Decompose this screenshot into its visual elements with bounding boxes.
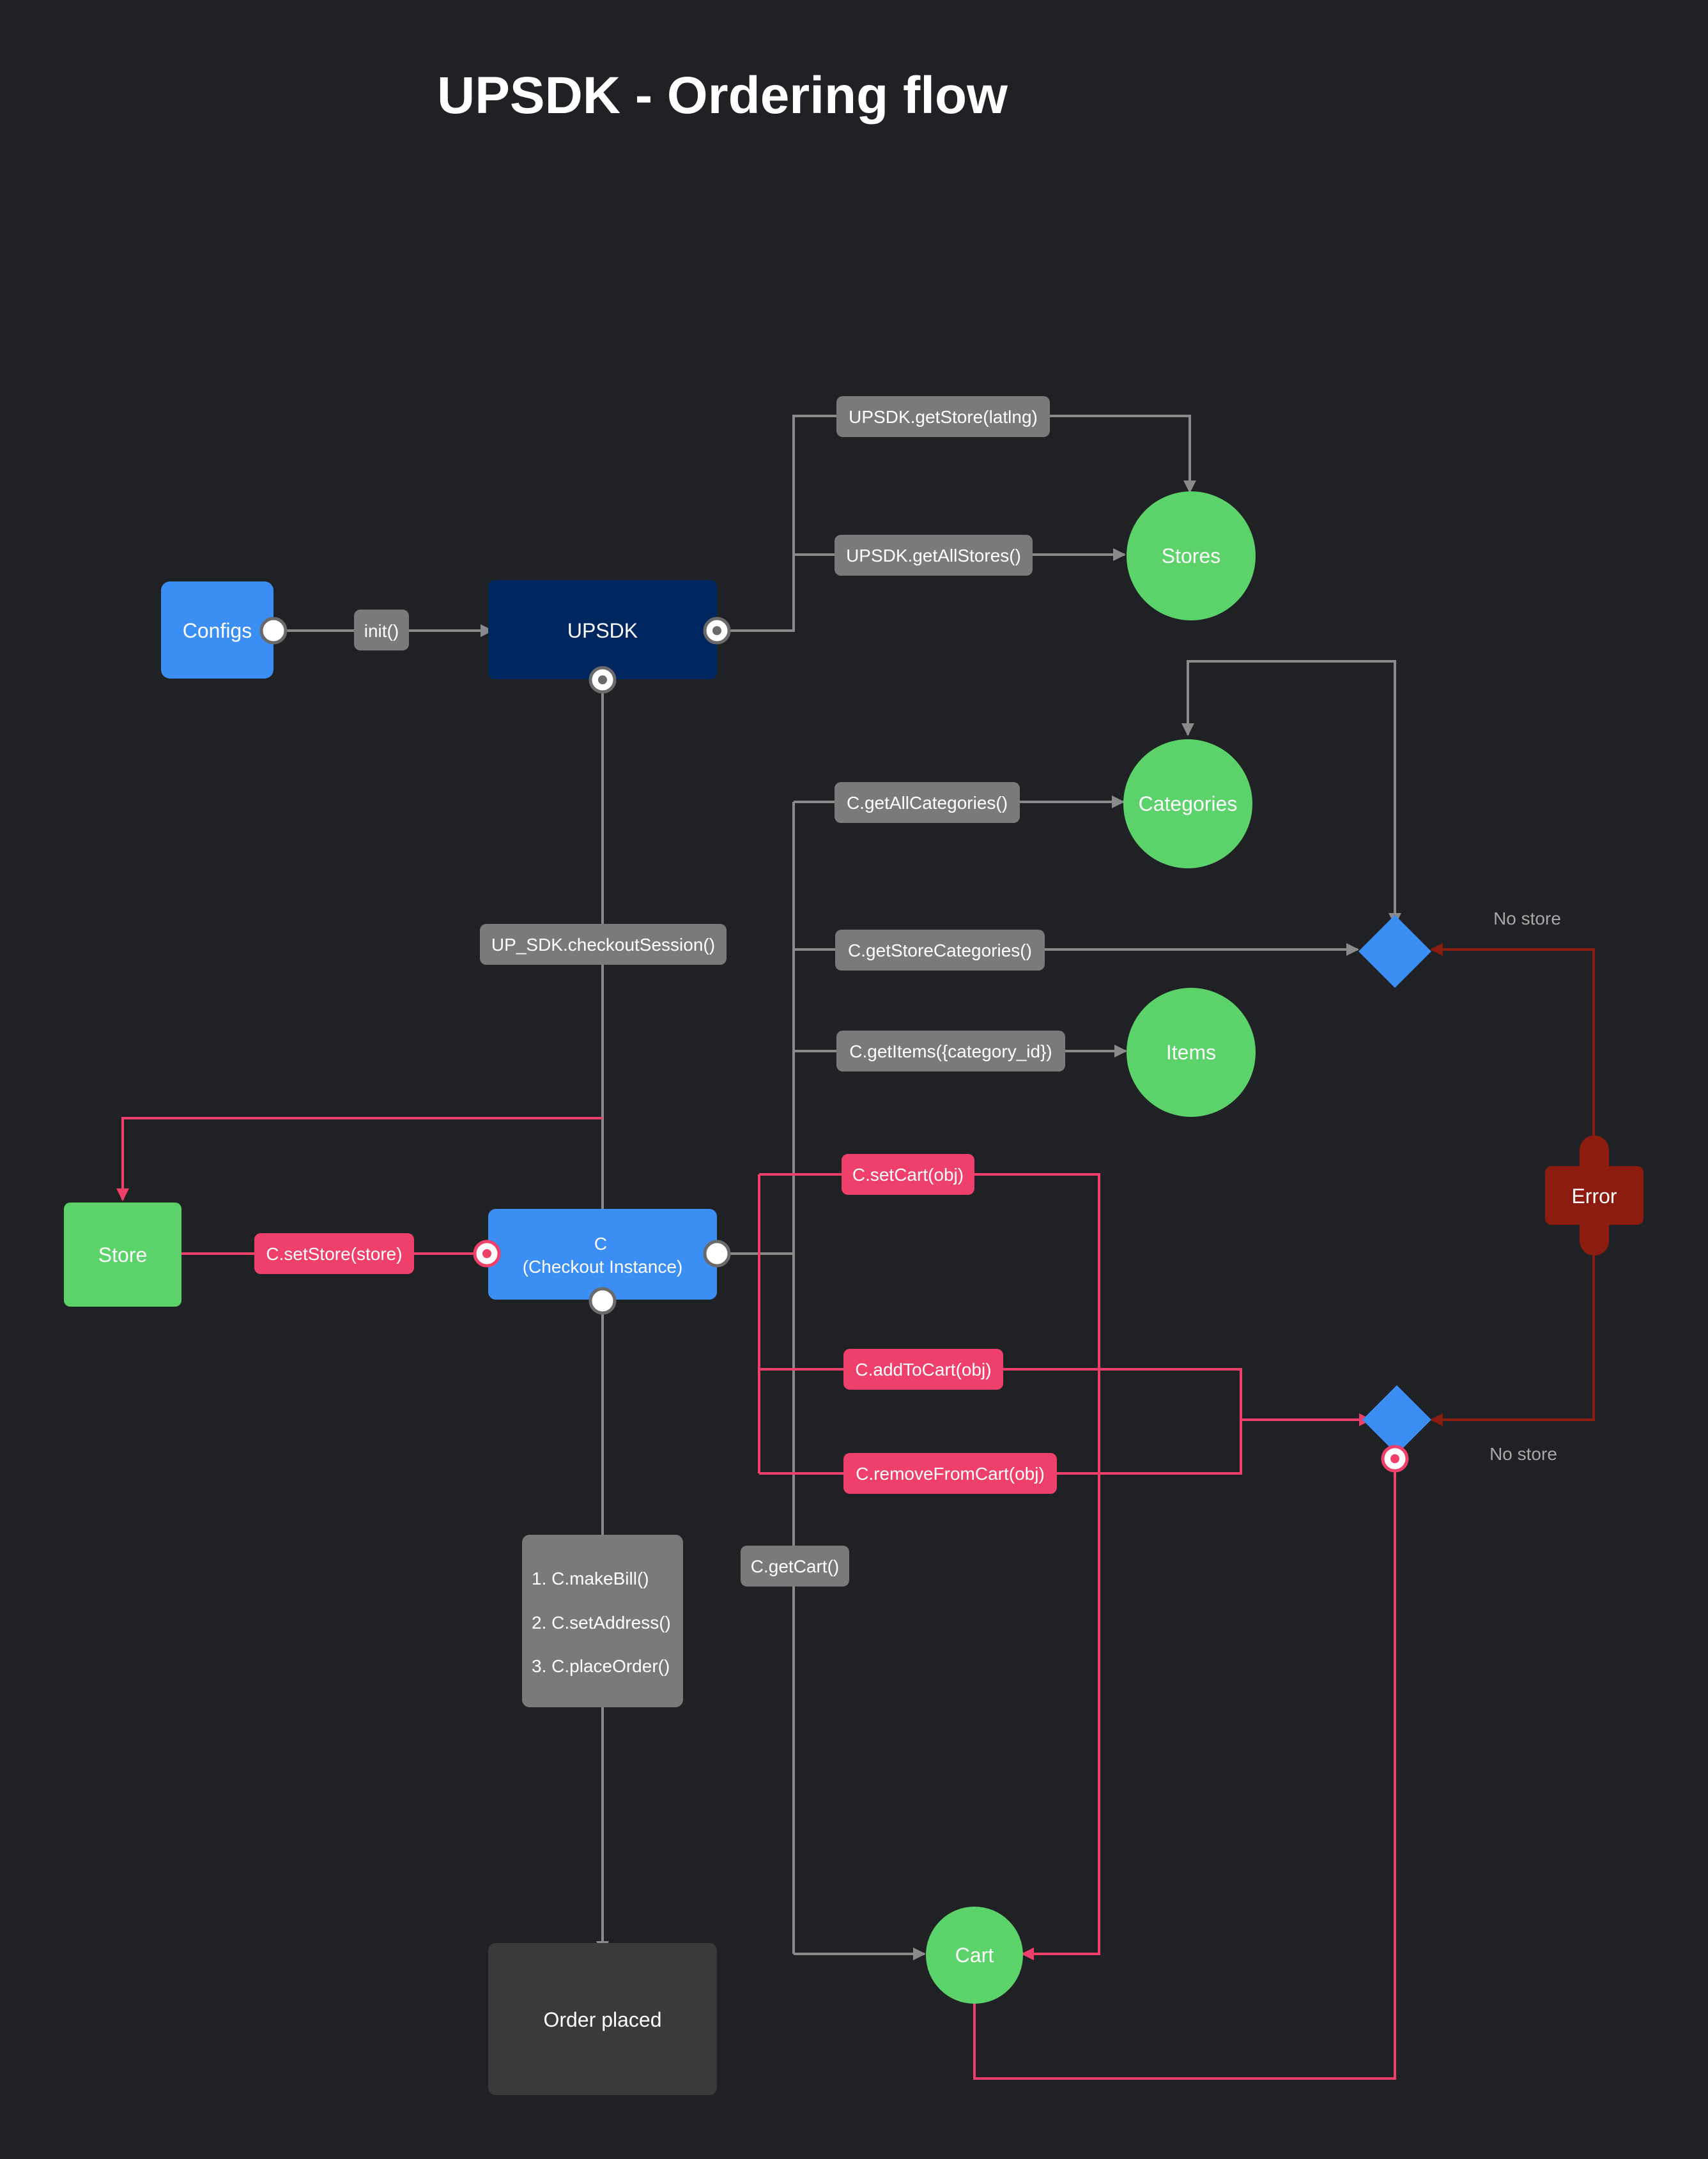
edge-error-bottom (1430, 1227, 1595, 1426)
ports (259, 617, 1409, 1473)
checkout-label-line2: (Checkout Instance) (523, 1257, 683, 1277)
get-cart-label: C.getCart() (751, 1556, 839, 1576)
checkout-bottom-port[interactable] (589, 1287, 617, 1315)
order-step-3: 3. C.placeOrder() (532, 1656, 670, 1676)
categories-label: Categories (1139, 792, 1238, 815)
edge-label-init[interactable]: init() (354, 610, 409, 650)
get-items-label: C.getItems({category_id}) (849, 1041, 1052, 1061)
cart-node[interactable]: Cart (926, 1907, 1023, 2004)
edge-upsdk-stores-bus (717, 415, 1196, 632)
set-cart-label: C.setCart(obj) (852, 1165, 964, 1185)
store-check-diamond-top[interactable] (1358, 915, 1431, 988)
order-steps-box[interactable]: 1. C.makeBill() 2. C.setAddress() 3. C.p… (522, 1535, 683, 1707)
order-placed-node[interactable]: Order placed (488, 1943, 717, 2095)
edge-store-loop (116, 1117, 603, 1201)
configs-label: Configs (183, 619, 252, 642)
edge-label-set-store[interactable]: C.setStore(store) (254, 1233, 414, 1274)
items-node[interactable]: Items (1127, 988, 1256, 1117)
configs-output-port[interactable] (259, 617, 288, 645)
edge-label-get-all-stores[interactable]: UPSDK.getAllStores() (835, 535, 1033, 576)
no-store-note-top: No store (1493, 909, 1561, 928)
store-node[interactable]: Store (64, 1202, 181, 1307)
error-node[interactable]: Error (1545, 1135, 1643, 1256)
edge-label-remove-from-cart[interactable]: C.removeFromCart(obj) (843, 1453, 1057, 1494)
order-placed-label: Order placed (544, 2008, 662, 2031)
cart-label: Cart (955, 1944, 994, 1967)
set-store-label: C.setStore(store) (266, 1244, 402, 1264)
upsdk-node[interactable]: UPSDK (488, 580, 717, 679)
add-to-cart-label: C.addToCart(obj) (855, 1360, 991, 1379)
checkout-session-label: UP_SDK.checkoutSession() (491, 935, 715, 955)
get-all-categories-label: C.getAllCategories() (847, 793, 1008, 813)
checkout-label-line1: C (594, 1234, 607, 1254)
edge-diamond-categories (1181, 660, 1401, 926)
edge-label-get-store-categories[interactable]: C.getStoreCategories() (835, 930, 1045, 971)
order-step-2: 2. C.setAddress() (532, 1613, 671, 1633)
edge-label-get-store[interactable]: UPSDK.getStore(latlng) (836, 396, 1050, 437)
edge-label-set-cart[interactable]: C.setCart(obj) (842, 1154, 974, 1195)
stores-label: Stores (1162, 544, 1220, 567)
edge-label-get-items[interactable]: C.getItems({category_id}) (836, 1031, 1065, 1072)
edge-error-top (1430, 943, 1595, 1166)
remove-from-cart-label: C.removeFromCart(obj) (856, 1464, 1045, 1484)
edge-label-checkout-session[interactable]: UP_SDK.checkoutSession() (480, 924, 727, 965)
store-check-diamond-bottom[interactable] (1362, 1385, 1431, 1454)
order-step-1: 1. C.makeBill() (532, 1569, 649, 1588)
get-store-label: UPSDK.getStore(latlng) (849, 407, 1038, 427)
get-all-stores-label: UPSDK.getAllStores() (846, 546, 1021, 565)
edge-label-get-cart[interactable]: C.getCart() (741, 1546, 849, 1587)
get-store-categories-label: C.getStoreCategories() (848, 941, 1032, 960)
configs-node[interactable]: Configs (161, 581, 273, 679)
store-label: Store (98, 1243, 147, 1266)
init-label: init() (364, 621, 399, 641)
no-store-note-bottom: No store (1489, 1444, 1557, 1464)
categories-node[interactable]: Categories (1123, 739, 1252, 868)
checkout-output-port[interactable] (703, 1240, 731, 1268)
error-label: Error (1571, 1185, 1617, 1208)
checkout-node[interactable]: C (Checkout Instance) (488, 1209, 717, 1300)
page-title: UPSDK - Ordering flow (437, 66, 1008, 125)
upsdk-label: UPSDK (567, 619, 638, 642)
edge-label-get-all-categories[interactable]: C.getAllCategories() (835, 782, 1020, 823)
edge-diamond-cart (968, 1459, 1396, 2080)
edge-label-add-to-cart[interactable]: C.addToCart(obj) (843, 1349, 1003, 1390)
items-label: Items (1166, 1041, 1216, 1064)
stores-node[interactable]: Stores (1127, 491, 1256, 620)
